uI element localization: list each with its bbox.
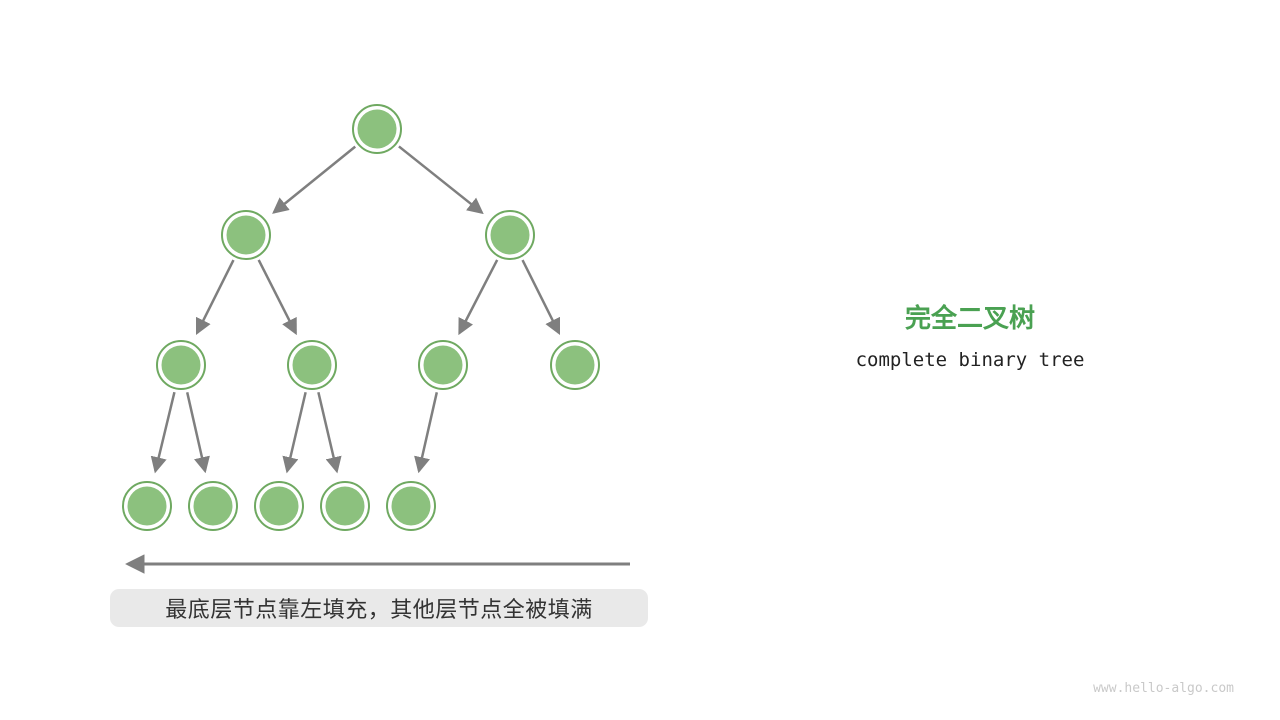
tree-edge — [398, 145, 484, 215]
tree-edge — [185, 392, 210, 474]
tree-node — [156, 340, 206, 390]
tree-edge — [257, 259, 297, 336]
tree-node — [418, 340, 468, 390]
tree-node — [320, 481, 370, 531]
tree-edge — [195, 259, 235, 335]
figure-title: 完全二叉树 — [904, 303, 1035, 333]
tree-node — [485, 210, 535, 260]
tree-node — [188, 481, 238, 531]
tree-node — [386, 481, 436, 531]
caption-box: 最底层节点靠左填充，其他层节点全被填满 — [110, 589, 648, 627]
tree-edge — [282, 391, 307, 474]
tree-edge — [414, 392, 439, 474]
watermark: www.hello-algo.com — [1093, 681, 1234, 696]
caption-text: 最底层节点靠左填充，其他层节点全被填满 — [165, 597, 593, 622]
tree-node — [221, 210, 271, 260]
tree-edge — [317, 391, 342, 474]
tree-node — [352, 104, 402, 154]
figure-subtitle: complete binary tree — [855, 349, 1085, 371]
tree-edge — [272, 145, 357, 214]
tree-node — [122, 481, 172, 531]
tree-edge — [521, 259, 561, 335]
tree-edge — [458, 259, 499, 336]
tree-node — [254, 481, 304, 531]
tree-node — [287, 340, 337, 390]
tree-node — [550, 340, 600, 390]
tree-edge — [150, 391, 176, 474]
figure-label-block: 完全二叉树 complete binary tree — [840, 298, 1100, 371]
